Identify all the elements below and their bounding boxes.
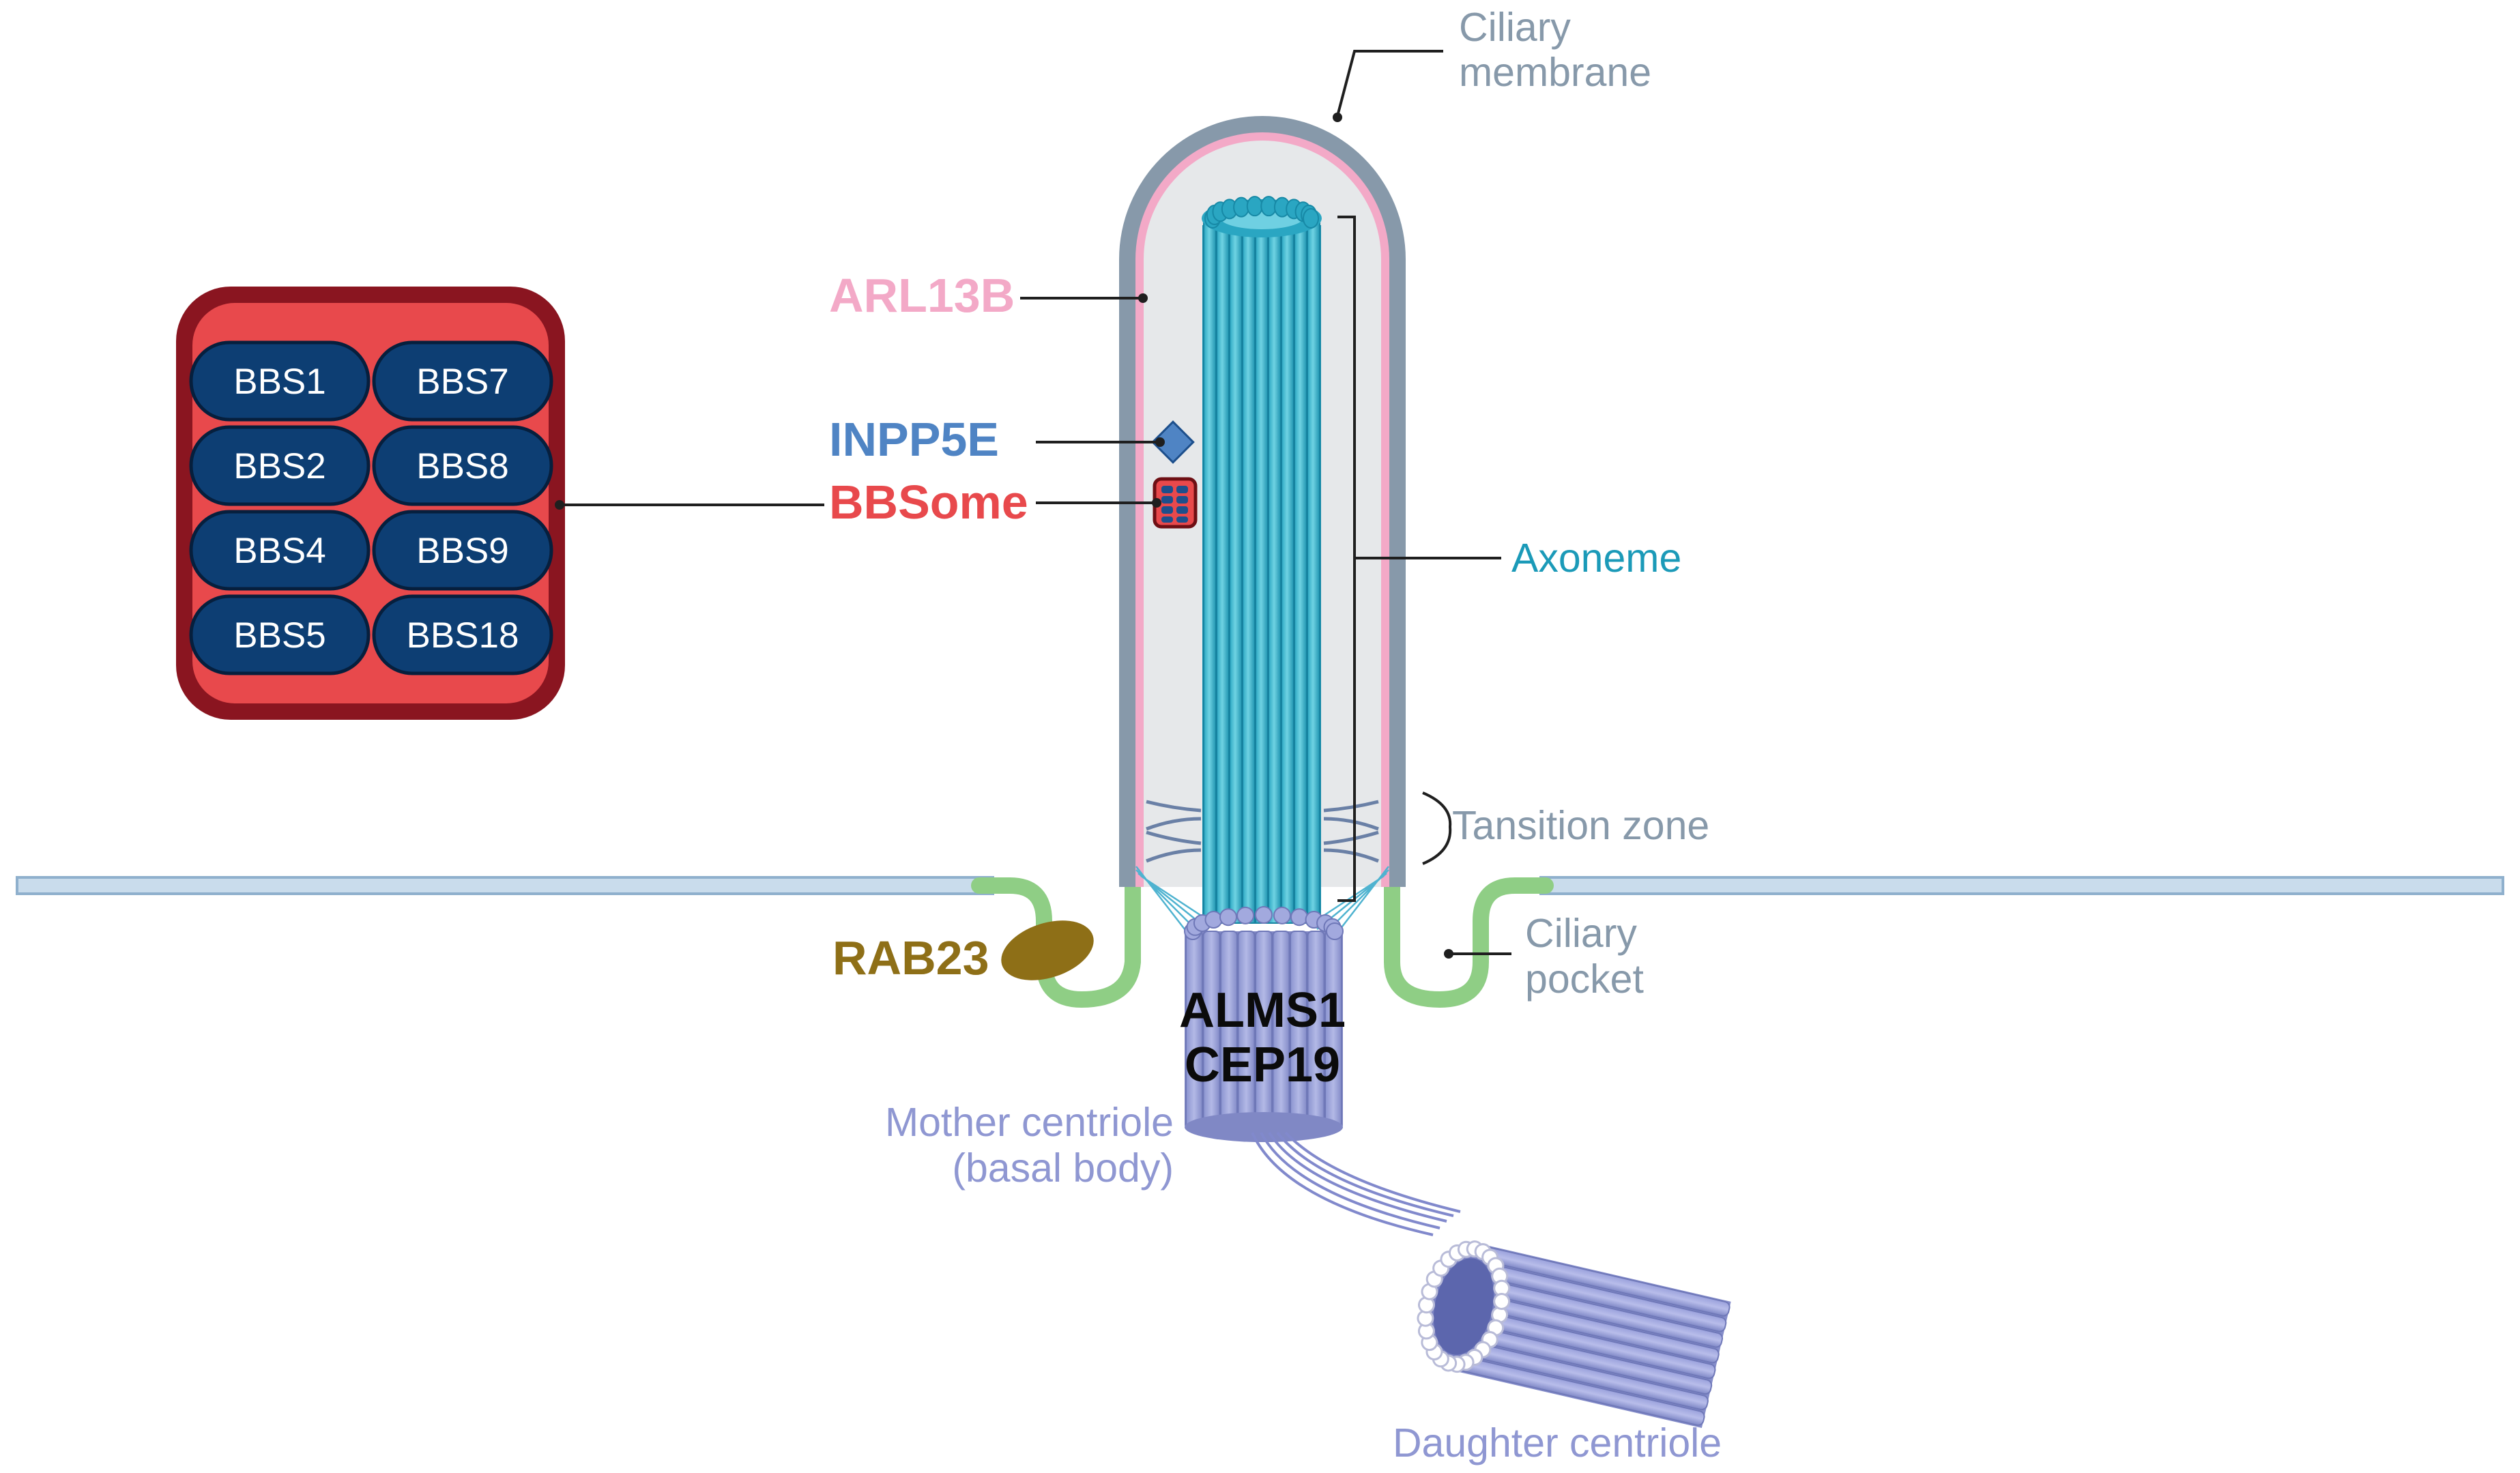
axoneme-label: Axoneme — [1511, 536, 1681, 581]
transition-zone-links — [1146, 800, 1379, 863]
bbs-subunit-label: BBS2 — [233, 446, 326, 486]
bbs-subunit-label: BBS8 — [416, 446, 509, 486]
axoneme-doublet — [1229, 216, 1243, 924]
axoneme-tube-end — [1233, 196, 1250, 218]
plasma-membrane — [16, 876, 2504, 895]
bbs-subunit-label: BBS5 — [233, 615, 326, 656]
ciliary-membrane-label-2: membrane — [1459, 50, 1651, 95]
ciliary-membrane-label: Ciliary — [1459, 5, 1571, 50]
daughter-tube-end — [1493, 1292, 1511, 1310]
mother-tube-end — [1236, 906, 1255, 924]
mother-centriole — [1184, 906, 1344, 1142]
ciliary-pocket — [971, 877, 1554, 1008]
axoneme-doublet — [1281, 216, 1294, 924]
bbs-subunit-bbs5: BBS5 — [189, 594, 371, 675]
mother-centriole-label: Mother centriole — [885, 1100, 1174, 1145]
mother-tube-end — [1273, 906, 1291, 924]
bbs-subunit-bbs7: BBS7 — [372, 340, 553, 422]
cep19-label: CEP19 — [1185, 1038, 1340, 1092]
transition-zone-label: Tansition zone — [1452, 803, 1709, 848]
axoneme-tube-end — [1260, 196, 1277, 217]
bbs-subunit-label: BBS7 — [416, 362, 509, 402]
axoneme-doublet — [1268, 216, 1281, 924]
bbs-subunit-bbs4: BBS4 — [189, 510, 371, 591]
ciliary-pocket-label-2: pocket — [1525, 957, 1644, 1002]
daughter-centriole — [1417, 1240, 1731, 1429]
mother-tube-end — [1290, 908, 1308, 927]
arl13b-label: ARL13B — [829, 269, 1015, 322]
pointer-lines — [555, 50, 1511, 959]
mother-tube-end — [1255, 906, 1273, 924]
daughter-centriole-label: Daughter centriole — [1393, 1420, 1722, 1465]
bbs-subunit-label: BBS9 — [416, 531, 509, 571]
inpp5e-marker — [1151, 420, 1195, 464]
bbs-subunit-bbs8: BBS8 — [372, 425, 553, 506]
axoneme-doublet — [1242, 216, 1256, 924]
bbsome-label: BBSome — [829, 476, 1028, 529]
bbs-subunit-bbs1: BBS1 — [189, 340, 371, 422]
bbs-subunit-bbs18: BBS18 — [372, 594, 553, 675]
mother-centriole-label-2: (basal body) — [952, 1146, 1174, 1191]
axoneme-doublet — [1307, 216, 1320, 924]
ciliary-pocket-label: Ciliary — [1525, 911, 1637, 956]
alms1-label: ALMS1 — [1179, 983, 1346, 1038]
axoneme-doublet — [1294, 216, 1307, 924]
mother-tube-end — [1219, 908, 1237, 927]
bbs-subunit-label: BBS4 — [233, 531, 326, 571]
bbsome-marker-icon — [1153, 477, 1198, 529]
inpp5e-label: INPP5E — [829, 413, 999, 466]
bbs-subunit-label: BBS18 — [406, 615, 519, 656]
bbs-subunit-bbs2: BBS2 — [189, 425, 371, 506]
transition-fibres — [1135, 866, 1389, 942]
rab23-shape — [1001, 920, 1094, 980]
axoneme-tube-end — [1246, 196, 1263, 217]
axoneme-doublet — [1255, 216, 1269, 924]
centriole-linker — [1251, 1131, 1461, 1236]
axoneme-tube-end — [1303, 208, 1319, 229]
bbs-subunit-bbs9: BBS9 — [372, 510, 553, 591]
mother-tube-end — [1204, 911, 1223, 929]
axoneme-doublet — [1203, 216, 1217, 924]
mother-tube-end — [1326, 922, 1344, 940]
rab23-label: RAB23 — [832, 931, 989, 985]
axoneme-doublet — [1216, 216, 1230, 924]
axoneme — [1202, 196, 1322, 924]
bbs-subunit-label: BBS1 — [233, 362, 326, 402]
